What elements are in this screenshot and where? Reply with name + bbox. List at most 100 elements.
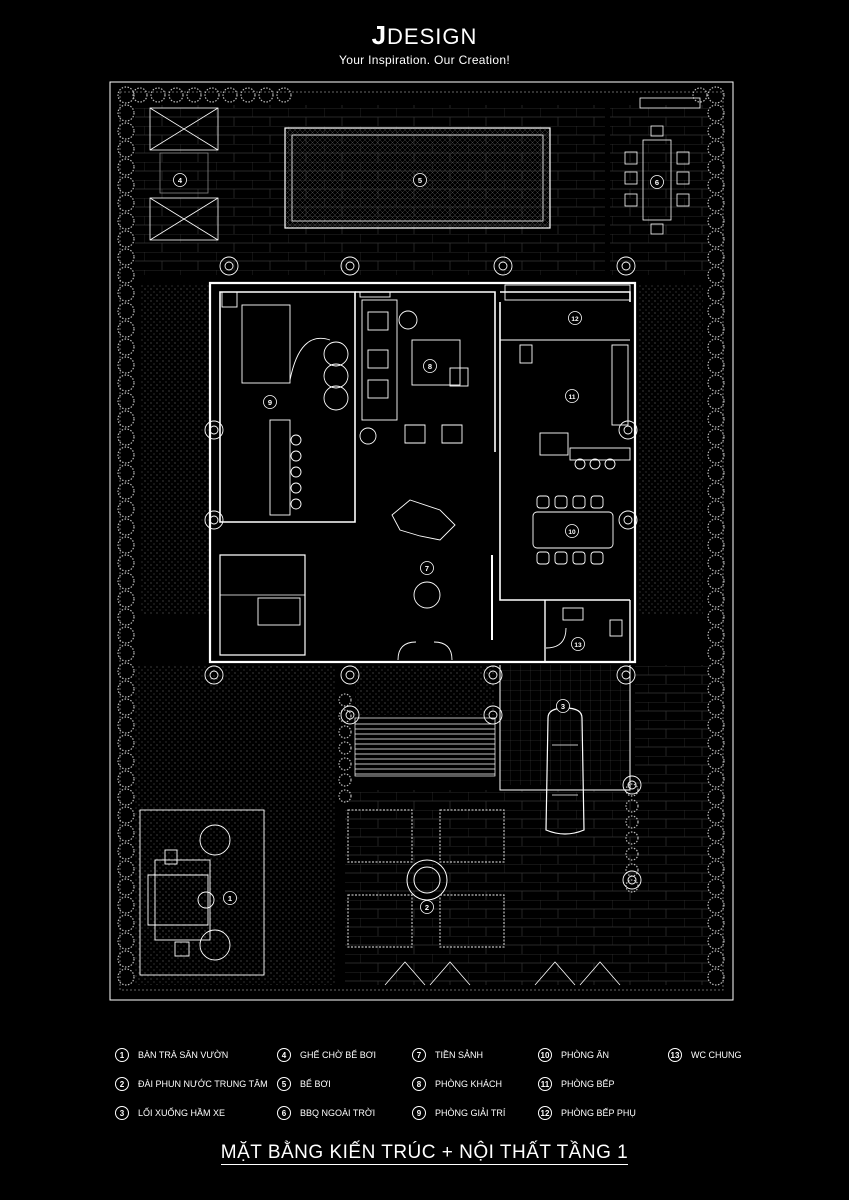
hedge-shrub xyxy=(117,806,135,824)
tree xyxy=(204,665,224,685)
hedge-shrub xyxy=(707,824,725,842)
hedge-shrub xyxy=(186,87,202,103)
hedge-shrub xyxy=(117,446,135,464)
hedge-shrub xyxy=(117,194,135,212)
hedge-shrub xyxy=(117,518,135,536)
hedge-shrub xyxy=(117,266,135,284)
tree xyxy=(622,870,642,890)
svg-text:12: 12 xyxy=(571,316,579,323)
foyer-furniture xyxy=(257,499,456,661)
living-room-furniture xyxy=(359,291,469,445)
hedge-shrub xyxy=(117,248,135,266)
hedge-shrub xyxy=(707,302,725,320)
tree xyxy=(219,256,239,276)
room-label-3: 3 xyxy=(556,699,570,713)
hedge-shrub xyxy=(707,572,725,590)
svg-text:3: 3 xyxy=(561,702,565,711)
swimming-pool xyxy=(284,127,551,229)
hedge-shrub xyxy=(117,212,135,230)
hedge-shrub xyxy=(150,87,166,103)
wc-fixtures xyxy=(545,607,623,649)
brand-logo: JDESIGN xyxy=(371,20,478,50)
tree xyxy=(204,510,224,530)
hedge-shrub xyxy=(338,693,352,707)
hedge-shrub xyxy=(117,914,135,932)
planter-boxes xyxy=(347,809,505,948)
hedge-shrub xyxy=(707,968,725,986)
hedge-shrub xyxy=(707,284,725,302)
tree-core xyxy=(623,425,633,435)
svg-text:4: 4 xyxy=(178,176,183,185)
hedge-shrub xyxy=(625,847,639,861)
svg-text:13: 13 xyxy=(574,642,582,649)
hedge-shrub xyxy=(117,662,135,680)
hedge-shrub xyxy=(117,788,135,806)
svg-text:9: 9 xyxy=(268,398,272,407)
hedge-shrub xyxy=(117,842,135,860)
hedge-shrub xyxy=(117,86,135,104)
room-label-4: 4 xyxy=(173,173,187,187)
hedge-shrub xyxy=(117,140,135,158)
hedge-shrub xyxy=(117,158,135,176)
hedge-shrub xyxy=(707,680,725,698)
tree-core xyxy=(488,670,498,680)
dining-furniture xyxy=(532,495,614,565)
hedge-shrub xyxy=(338,741,352,755)
entertainment-room-furniture xyxy=(221,291,349,516)
hedge-shrub xyxy=(707,716,725,734)
hedge-shrub xyxy=(117,752,135,770)
tree xyxy=(493,256,513,276)
brand-tagline: Your Inspiration. Our Creation! xyxy=(339,53,510,67)
svg-text:5: 5 xyxy=(418,176,422,185)
hedge-shrub xyxy=(117,770,135,788)
hedge-shrub xyxy=(117,968,135,986)
hedge-shrub xyxy=(707,338,725,356)
tree xyxy=(483,665,503,685)
hedge-shrub xyxy=(338,773,352,787)
trees xyxy=(204,256,642,890)
tree xyxy=(483,705,503,725)
tree-core xyxy=(209,425,219,435)
room-label-11: 11 xyxy=(565,389,579,403)
hedge-shrub xyxy=(707,428,725,446)
hedge-shrub xyxy=(117,698,135,716)
hedge-shrub xyxy=(707,446,725,464)
garden-tea-set xyxy=(139,809,265,976)
hedge-shrub xyxy=(707,554,725,572)
hedge-shrub xyxy=(117,500,135,518)
tree xyxy=(618,510,638,530)
hedge-shrub xyxy=(707,662,725,680)
hedge-shrub xyxy=(707,86,725,104)
hedge-shrub xyxy=(707,374,725,392)
hedge-shrub xyxy=(692,87,708,103)
tree xyxy=(340,256,360,276)
tree-core xyxy=(621,670,631,680)
svg-text:11: 11 xyxy=(569,394,576,401)
hedge-shrub xyxy=(707,176,725,194)
hedge-shrub xyxy=(338,725,352,739)
hedge-shrub xyxy=(240,87,256,103)
hedge-shrub xyxy=(117,374,135,392)
hedge-shrub xyxy=(117,878,135,896)
hedge-shrub xyxy=(707,752,725,770)
hedge-shrub xyxy=(258,87,274,103)
pool-loungers xyxy=(149,107,219,241)
svg-text:7: 7 xyxy=(425,564,429,573)
tree xyxy=(340,705,360,725)
hedge-shrub xyxy=(117,644,135,662)
tree-core xyxy=(209,515,219,525)
planter-box xyxy=(347,809,413,863)
room-label-5: 5 xyxy=(413,173,427,187)
page-title: MẶT BẰNG KIẾN TRÚC + NỘI THẤT TẦNG 1 xyxy=(220,1142,629,1165)
hedge-shrub xyxy=(338,757,352,771)
hedge-shrub xyxy=(707,392,725,410)
house-walls xyxy=(208,281,637,664)
